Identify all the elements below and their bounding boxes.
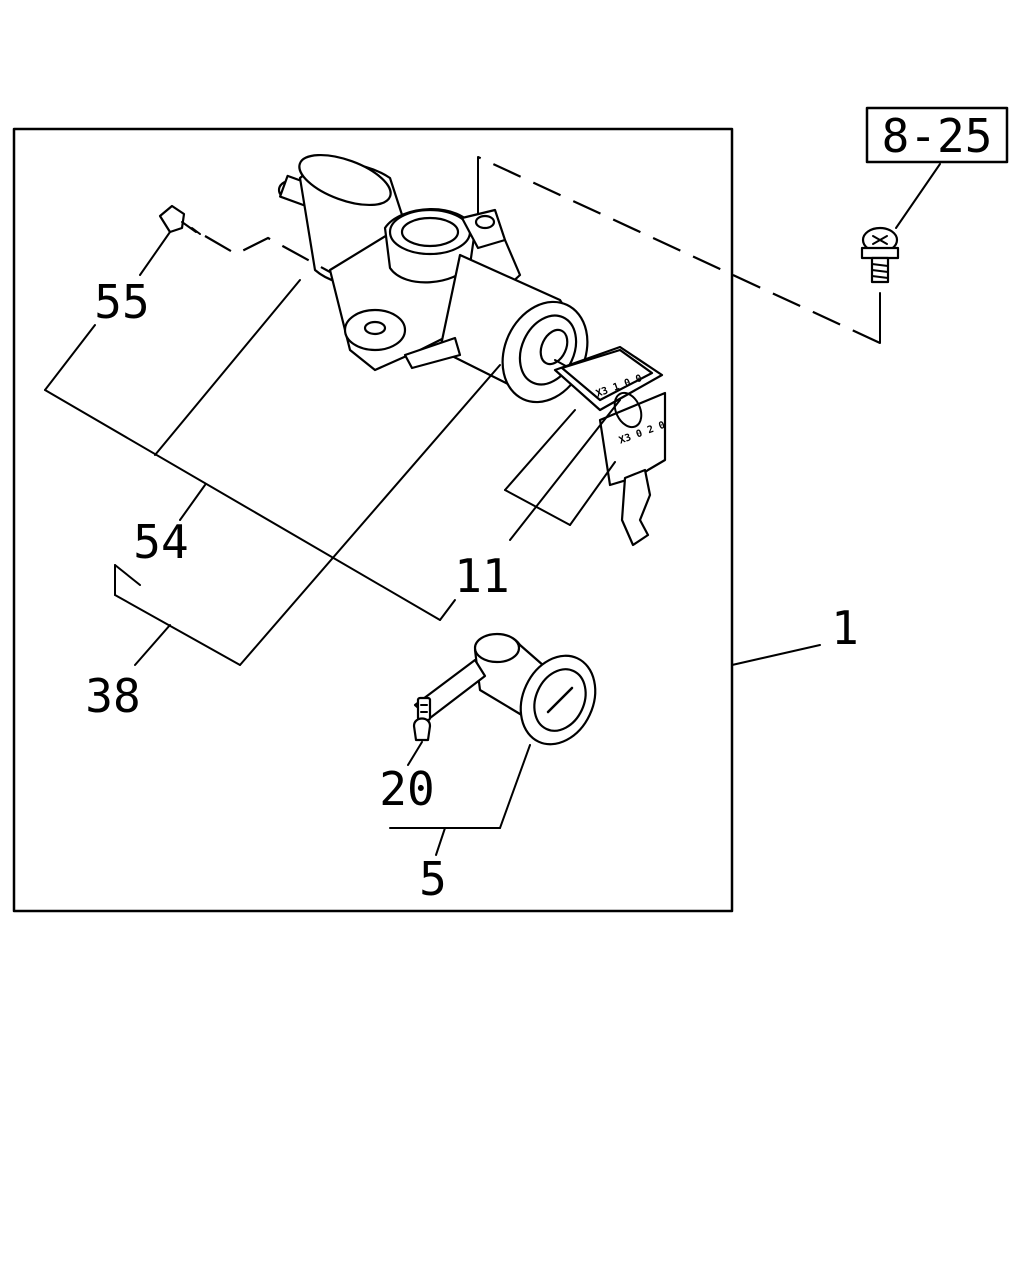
switch-screw <box>158 204 201 235</box>
external-screw <box>860 226 900 284</box>
callout-5[interactable]: 5 <box>419 852 447 906</box>
callout-54[interactable]: 54 <box>133 515 188 569</box>
door-lock-cylinder-illustration <box>412 632 597 746</box>
ignition-switch-body <box>277 153 589 404</box>
callout-11[interactable]: 11 <box>454 549 509 603</box>
reference-leader <box>895 163 941 229</box>
leader-lines <box>44 231 821 856</box>
reference-box[interactable]: 8-25 <box>865 106 1009 164</box>
callout-20[interactable]: 20 <box>379 762 434 816</box>
screw-dash-line <box>204 235 331 273</box>
reference-label: 8-25 <box>882 109 993 163</box>
key-illustration: X3 1 0 0 X3 0 2 0 <box>553 345 667 547</box>
assembly-frame <box>12 127 734 913</box>
callout-1[interactable]: 1 <box>831 601 859 655</box>
callout-38[interactable]: 38 <box>85 669 140 723</box>
callout-55[interactable]: 55 <box>94 275 149 329</box>
